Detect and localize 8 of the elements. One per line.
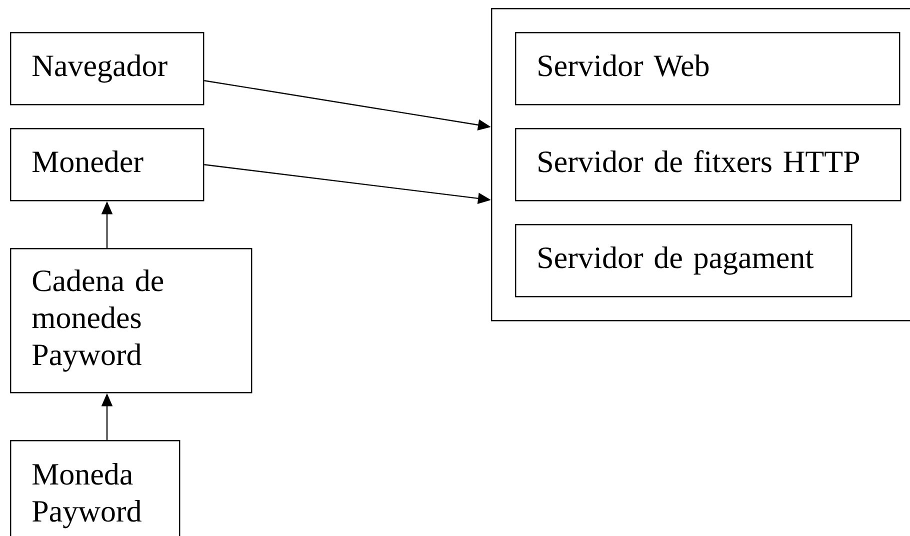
process-box: Servidor de pagament	[515, 224, 852, 298]
process-box: Navegador	[10, 32, 204, 106]
container-box	[491, 8, 910, 322]
process-box: Servidor Web	[515, 32, 900, 106]
process-box: Servidor de fitxers HTTP	[515, 128, 902, 202]
process-box: Moneda Payword	[10, 440, 180, 536]
process-box: Cadena de monedes Payword	[10, 248, 252, 394]
process-box: Moneder	[10, 128, 204, 202]
